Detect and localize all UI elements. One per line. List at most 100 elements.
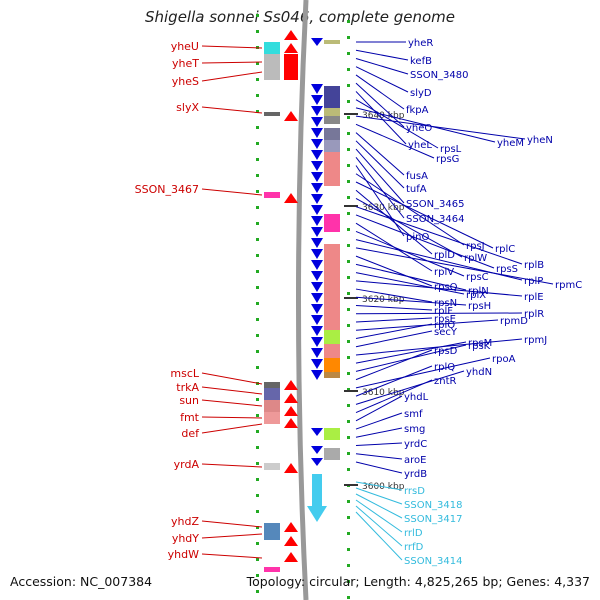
right-leader-line	[355, 370, 465, 405]
right-leader-line	[355, 173, 465, 246]
rrna-gene-label: SSON_3417	[404, 514, 463, 525]
rrna-leader-line	[355, 499, 403, 533]
right-gene-label: rplP	[524, 276, 543, 287]
right-gene-label: yheN	[527, 135, 553, 146]
gene-box-reverse	[324, 448, 340, 460]
right-leader-line	[355, 140, 405, 189]
right-gene-label: pinO	[406, 232, 429, 243]
left-leader-line	[201, 399, 263, 407]
right-leader-line	[355, 247, 554, 285]
right-leader-line	[355, 317, 433, 323]
forward-arrow	[284, 536, 298, 546]
rrna-leader-line	[355, 493, 403, 519]
tick-mark	[347, 260, 350, 263]
right-gene-label: yheR	[408, 38, 433, 49]
right-leader-line	[355, 263, 467, 291]
tick-mark	[256, 238, 259, 241]
reverse-arrow	[311, 205, 323, 215]
tick-mark	[347, 228, 350, 231]
gene-box-reverse	[324, 40, 340, 44]
gene-box-reverse	[324, 358, 340, 372]
reverse-arrow	[311, 194, 323, 204]
rrna-leader-line	[355, 511, 403, 561]
left-leader-line	[201, 553, 263, 559]
reverse-arrow	[311, 249, 323, 259]
tick-mark	[347, 468, 350, 471]
tick-mark	[347, 436, 350, 439]
right-leader-line	[355, 156, 405, 219]
right-leader-line	[355, 412, 403, 430]
reverse-arrow	[311, 38, 323, 46]
rrna-arrow	[307, 474, 327, 522]
forward-arrow	[284, 406, 298, 416]
right-gene-label: rplR	[524, 309, 544, 320]
right-leader-line	[355, 115, 526, 140]
tick-mark	[256, 558, 259, 561]
forward-gene-block	[284, 54, 298, 80]
left-gene-label: def	[181, 427, 200, 440]
right-gene-label: rpsG	[436, 154, 459, 165]
tick-mark	[347, 596, 350, 599]
right-leader-line	[355, 49, 409, 61]
left-gene-label: SSON_3467	[135, 183, 199, 196]
tick-mark	[256, 174, 259, 177]
right-leader-line	[355, 82, 405, 128]
left-leader-line	[201, 416, 263, 419]
tick-mark	[256, 574, 259, 577]
rrna-gene-label: rrsD	[404, 486, 425, 497]
reverse-arrow	[311, 95, 323, 105]
left-leader-line	[201, 423, 263, 434]
right-gene-label: rplO	[434, 320, 455, 331]
right-leader-line	[355, 230, 465, 277]
right-leader-line	[355, 296, 467, 306]
tick-mark	[256, 334, 259, 337]
reverse-arrow	[311, 238, 323, 248]
gene-box-forward	[264, 463, 280, 470]
tick-mark	[256, 78, 259, 81]
left-leader-line	[201, 372, 263, 385]
tick-mark	[347, 532, 350, 535]
right-gene-label: rpsQ	[434, 282, 458, 293]
tick-mark	[256, 190, 259, 193]
reverse-arrow	[311, 227, 323, 237]
tick-mark	[256, 590, 259, 593]
reverse-arrow	[311, 359, 323, 369]
reverse-arrow	[311, 348, 323, 358]
genome-summary: Topology: circular; Length: 4,825,265 bp…	[246, 574, 590, 589]
tick-mark	[256, 526, 259, 529]
right-leader-line	[355, 66, 409, 93]
gene-box-reverse	[324, 428, 340, 440]
gene-box-forward	[264, 567, 280, 572]
tick-mark	[256, 158, 259, 161]
gene-box-forward	[264, 112, 280, 116]
genome-backbone	[296, 0, 309, 600]
right-gene-label: rplV	[434, 267, 454, 278]
right-leader-line	[355, 148, 405, 204]
tick-mark	[256, 126, 259, 129]
gene-box-reverse	[324, 108, 340, 116]
reverse-arrow	[311, 260, 323, 270]
left-gene-label: yrdA	[174, 458, 200, 471]
right-gene-label: kefB	[410, 56, 432, 67]
right-gene-label: rpsH	[468, 301, 491, 312]
reverse-arrow	[311, 216, 323, 226]
reverse-arrow	[311, 293, 323, 303]
tick-mark	[347, 324, 350, 327]
reverse-arrow	[311, 428, 323, 436]
tick-mark	[347, 196, 350, 199]
gene-box-forward	[264, 192, 280, 198]
forward-arrow	[284, 193, 298, 203]
right-gene-label: rpmD	[500, 316, 528, 327]
forward-arrow	[284, 30, 298, 40]
right-gene-label: yheL	[408, 140, 432, 151]
right-gene-label: rplQ	[434, 362, 455, 373]
right-gene-label: yheM	[497, 138, 524, 149]
right-leader-line	[355, 305, 433, 311]
right-leader-line	[355, 323, 433, 339]
gene-box-reverse	[324, 344, 340, 358]
tick-mark	[256, 14, 259, 17]
left-leader-line	[201, 463, 263, 468]
left-gene-label: sun	[179, 394, 199, 407]
tick-mark	[347, 68, 350, 71]
